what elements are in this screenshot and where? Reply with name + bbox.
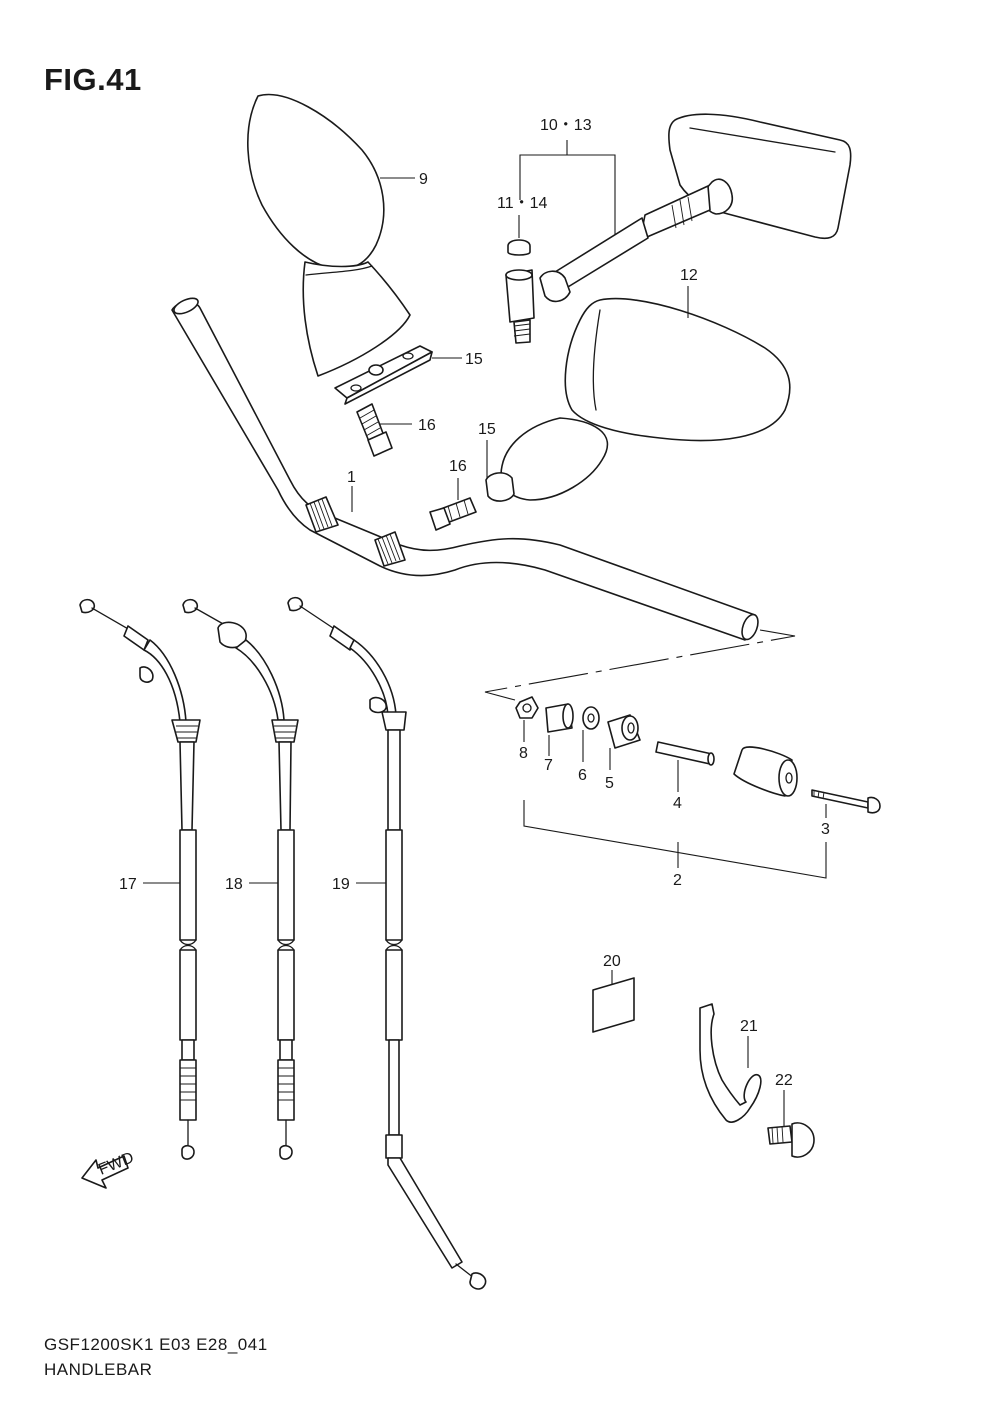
cable-17[interactable]	[79, 598, 201, 1160]
figure-title: FIG.41	[44, 62, 142, 97]
callout-8: 8	[519, 745, 528, 762]
mirror-plate-right[interactable]	[485, 472, 515, 502]
callout-15-right: 15	[478, 421, 496, 438]
callout-19: 19	[332, 876, 350, 893]
mirror-plate-left[interactable]	[334, 345, 433, 405]
callout-12: 12	[680, 267, 698, 284]
mirror-right-round[interactable]	[500, 297, 791, 501]
callout-9: 9	[419, 171, 428, 188]
mirror-left[interactable]	[247, 93, 411, 377]
callout-18: 18	[225, 876, 243, 893]
weight-2[interactable]	[733, 746, 798, 797]
mirror-right-rect[interactable]	[505, 113, 852, 344]
bolt-left[interactable]	[356, 403, 393, 457]
callout-21: 21	[740, 1018, 758, 1035]
bolt-22[interactable]	[767, 1122, 815, 1158]
cable-18[interactable]	[182, 598, 299, 1160]
spacer-7[interactable]	[545, 703, 574, 733]
screw-3[interactable]	[811, 789, 881, 814]
label-20[interactable]	[592, 977, 635, 1033]
callout-20: 20	[603, 953, 621, 970]
bolt-right[interactable]	[429, 497, 477, 531]
callout-16-right: 16	[449, 458, 467, 475]
rod-4[interactable]	[655, 741, 715, 766]
washer-6[interactable]	[582, 706, 600, 730]
callout-4: 4	[673, 795, 682, 812]
callout-2: 2	[673, 872, 682, 889]
figure-code: GSF1200SK1 E03 E28_041	[44, 1335, 268, 1354]
figure-name: HANDLEBAR	[44, 1360, 153, 1379]
clamp-21[interactable]	[699, 1003, 762, 1123]
handlebar[interactable]	[171, 295, 761, 642]
bracket-2	[523, 800, 827, 879]
callout-3: 3	[821, 821, 830, 838]
centerline	[484, 629, 796, 701]
callout-10-13: 10・13	[540, 117, 592, 134]
callout-15-left: 15	[465, 351, 483, 368]
callout-7: 7	[544, 757, 553, 774]
fwd-arrow-icon: FWD	[81, 1149, 136, 1189]
mirror-cap[interactable]	[507, 239, 531, 256]
callout-11-14: 11・14	[497, 195, 548, 212]
callout-5: 5	[605, 775, 614, 792]
rubber-5[interactable]	[607, 714, 641, 749]
callout-1: 1	[347, 469, 356, 486]
callout-16-left: 16	[418, 417, 436, 434]
nut-8[interactable]	[515, 696, 539, 719]
callout-17: 17	[119, 876, 137, 893]
callout-6: 6	[578, 767, 587, 784]
cable-19[interactable]	[287, 596, 487, 1290]
callout-22: 22	[775, 1072, 793, 1089]
